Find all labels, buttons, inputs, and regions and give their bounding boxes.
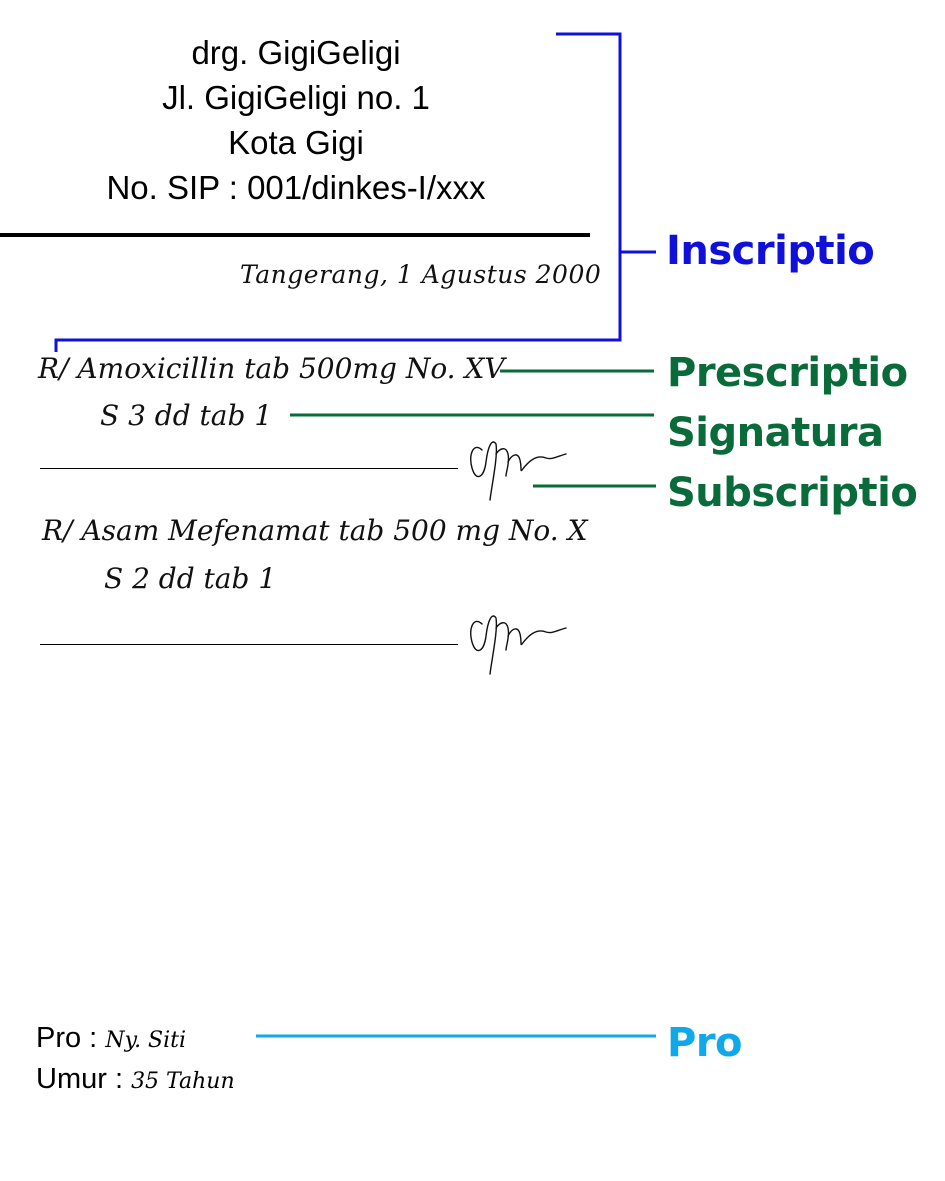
signa-line-1: S 3 dd tab 1 xyxy=(100,399,273,432)
paraf-signature-2 xyxy=(470,615,567,675)
patient-age-value: 35 Tahun xyxy=(131,1069,235,1094)
doctor-license: No. SIP : 001/dinkes-I/xxx xyxy=(106,169,486,206)
label-pro: Pro xyxy=(667,1020,743,1066)
paraf-signature-1 xyxy=(470,441,567,501)
label-inscriptio: Inscriptio xyxy=(666,228,875,274)
doctor-name: drg. GigiGeligi xyxy=(191,34,401,71)
prescription-date: Tangerang, 1 Agustus 2000 xyxy=(240,260,602,289)
label-prescriptio: Prescriptio xyxy=(667,350,908,396)
patient-name-value: Ny. Siti xyxy=(105,1028,187,1053)
header-divider xyxy=(0,233,590,237)
inscriptio-bracket xyxy=(54,32,622,352)
doctor-city: Kota Gigi xyxy=(228,124,364,161)
closing-line-2 xyxy=(40,644,458,645)
patient-age-label: Umur : xyxy=(36,1063,132,1095)
doctor-address: Jl. GigiGeligi no. 1 xyxy=(162,79,430,116)
patient-age-row: Umur : 35 Tahun xyxy=(36,1063,235,1096)
prescription-line-2: R/ Asam Mefenamat tab 500 mg No. X xyxy=(42,514,588,547)
signa-line-2: S 2 dd tab 1 xyxy=(104,562,277,595)
closing-line-1 xyxy=(40,468,458,469)
patient-name-row: Pro : Ny. Siti xyxy=(36,1022,186,1055)
label-signatura: Signatura xyxy=(667,410,884,456)
patient-name-label: Pro : xyxy=(36,1022,106,1054)
prescription-line-1: R/ Amoxicillin tab 500mg No. XV xyxy=(38,352,505,385)
doctor-header: drg. GigiGeligi Jl. GigiGeligi no. 1 Kot… xyxy=(0,30,592,210)
label-subscriptio: Subscriptio xyxy=(667,470,918,516)
